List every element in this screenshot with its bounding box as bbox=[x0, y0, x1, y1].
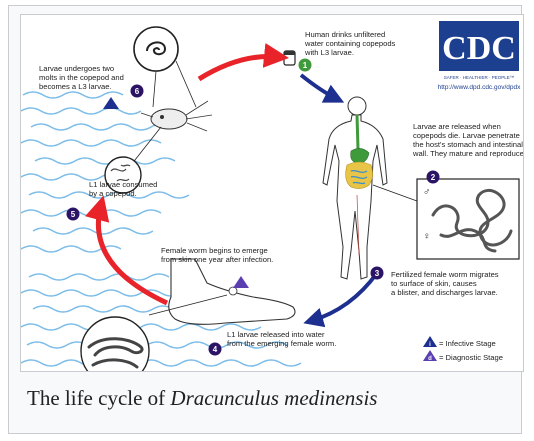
legend: i = Infective Stage d = Diagnostic Stage bbox=[423, 336, 503, 362]
step-5-badge: 5 bbox=[67, 208, 80, 221]
step-3-badge: 3 bbox=[371, 267, 384, 280]
cdc-logo: CDC SAFER · HEALTHIER · PEOPLE™ http://w… bbox=[438, 21, 521, 91]
cdc-url: http://www.dpd.cdc.gov/dpdx bbox=[438, 84, 521, 91]
copepod-jar-icon bbox=[284, 51, 295, 65]
diagnostic-stage-marker bbox=[233, 276, 249, 288]
svg-text:6: 6 bbox=[135, 87, 140, 96]
arrow-water-to-copepod bbox=[98, 205, 167, 303]
legend-infective: i = Infective Stage bbox=[423, 336, 496, 348]
infective-stage-marker bbox=[103, 97, 119, 109]
step-3-text: Fertilized female worm migrates to surfa… bbox=[391, 270, 501, 297]
legend-diagnostic-marker: d bbox=[428, 356, 432, 362]
female-symbol: ♀ bbox=[423, 231, 431, 242]
diagram-canvas: CDC SAFER · HEALTHIER · PEOPLE™ http://w… bbox=[21, 15, 523, 371]
emerge-text: Female worm begins to emerge from skin o… bbox=[161, 246, 273, 264]
larvae-magnifier bbox=[81, 317, 149, 371]
legend-diagnostic-label: = Diagnostic Stage bbox=[439, 353, 503, 362]
male-symbol: ♂ bbox=[423, 187, 431, 198]
step-1-text: Human drinks unfiltered water containing… bbox=[304, 30, 397, 57]
arrow-into-human bbox=[301, 75, 337, 99]
figure-frame: CDC SAFER · HEALTHIER · PEOPLE™ http://w… bbox=[8, 5, 522, 434]
step-6-badge: 6 bbox=[131, 85, 144, 98]
life-cycle-diagram: CDC SAFER · HEALTHIER · PEOPLE™ http://w… bbox=[20, 14, 524, 372]
svg-text:3: 3 bbox=[375, 269, 380, 278]
copepod-drawing bbox=[131, 101, 212, 165]
step-2-badge: 2 bbox=[427, 171, 440, 184]
step-4-text: L1 larvae released into water from the e… bbox=[227, 330, 336, 348]
arrow-copepod-to-human bbox=[199, 56, 279, 79]
step-1-badge: 1 bbox=[299, 59, 312, 72]
cdc-logo-text: CDC bbox=[442, 30, 516, 67]
adult-worms-box: ♂ ♀ bbox=[373, 179, 519, 259]
water-waves bbox=[21, 92, 301, 366]
legend-diagnostic: d = Diagnostic Stage bbox=[423, 350, 503, 362]
step-4-badge: 4 bbox=[209, 343, 222, 356]
svg-text:2: 2 bbox=[431, 173, 436, 182]
caption-prefix: The life cycle of bbox=[27, 386, 170, 410]
figure-caption: The life cycle of Dracunculus medinensis bbox=[27, 386, 527, 411]
svg-text:5: 5 bbox=[71, 210, 76, 219]
svg-text:1: 1 bbox=[303, 61, 308, 70]
step-2-text: Larvae are released when copepods die. L… bbox=[412, 122, 523, 158]
caption-species: Dracunculus medinensis bbox=[170, 386, 377, 410]
legend-infective-label: = Infective Stage bbox=[439, 339, 496, 348]
step-6-text: Larvae undergoes two molts in the copepo… bbox=[39, 64, 126, 91]
copepod-magnifier-top bbox=[134, 27, 196, 107]
svg-text:4: 4 bbox=[213, 345, 218, 354]
human-body bbox=[323, 97, 387, 279]
cdc-tagline: SAFER · HEALTHIER · PEOPLE™ bbox=[444, 75, 514, 80]
arrow-to-foot bbox=[311, 273, 377, 321]
foot bbox=[149, 259, 295, 324]
